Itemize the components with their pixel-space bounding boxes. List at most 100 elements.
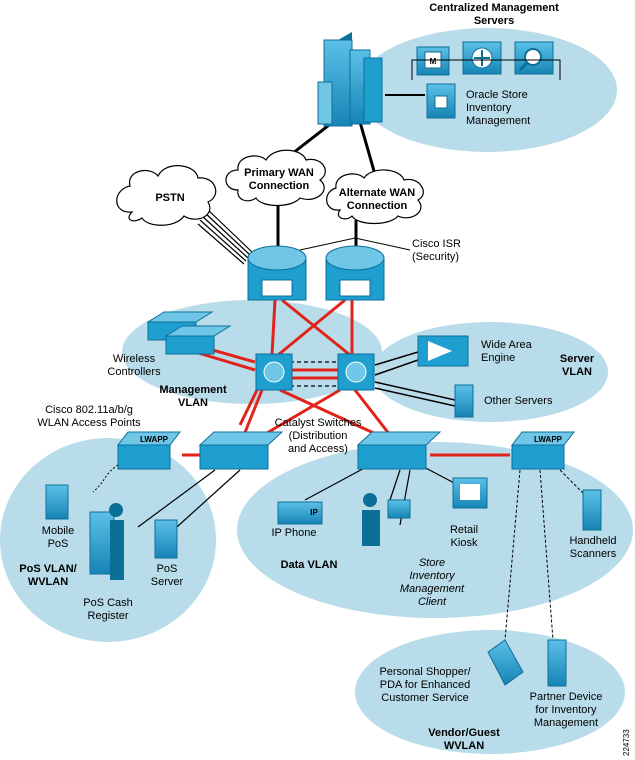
partner-device-icon <box>547 639 567 687</box>
oracle-label-1: Oracle Store <box>466 89 528 101</box>
handheld-scanners-label-2: Scanners <box>570 548 617 560</box>
data-vlan-label: Data VLAN <box>281 559 338 571</box>
link-isr1-to-core1 <box>270 299 277 356</box>
link-isr1-to-core2 <box>281 298 351 357</box>
ap-badge-2: LWAPP <box>534 435 563 444</box>
wireless-controllers-label-2: Controllers <box>107 366 161 378</box>
management-server-icon: M <box>416 46 450 76</box>
access-point-1-icon: LWAPP <box>116 431 182 470</box>
vendor-guest-label-2: WVLAN <box>444 740 484 752</box>
alternate-wan-label-2: Connection <box>347 200 408 212</box>
oracle-label-3: Management <box>466 115 530 127</box>
core-dashed-links <box>290 361 338 387</box>
core-switch-1 <box>255 353 293 391</box>
vendor-guest-label-1: Vendor/Guest <box>428 727 500 739</box>
alternate-wan-cloud <box>326 169 424 225</box>
mobile-pos-label-1: Mobile <box>42 525 74 537</box>
ip-phone-icon: IP <box>277 501 323 525</box>
link-pstn-to-isr1 <box>197 207 253 265</box>
pos-vlan-label-1: PoS VLAN/ <box>19 563 76 575</box>
link-core-to-servers <box>374 351 456 407</box>
personal-shopper-label-1: Personal Shopper/ <box>379 666 471 678</box>
ip-badge: IP <box>310 508 318 517</box>
mobile-pos-icon <box>45 484 69 520</box>
server-badge: M <box>430 57 437 66</box>
figure-id: 224733 <box>622 729 631 756</box>
wireless-controllers-label-1: Wireless <box>113 353 156 365</box>
alternate-wan-label-1: Alternate WAN <box>339 187 415 199</box>
cisco-isr-router-2 <box>325 245 385 301</box>
retail-kiosk-icon <box>452 477 488 509</box>
handheld-scanner-icon <box>582 489 602 531</box>
cisco-ap-label-1: Cisco 802.11a/b/g <box>45 404 133 416</box>
link-core2-to-acc2 <box>353 389 392 436</box>
pos-server-label-2: Server <box>151 576 184 588</box>
search-server-icon <box>514 41 554 75</box>
central-servers-icons: M <box>411 41 561 119</box>
server-vlan-label-2: VLAN <box>562 366 592 378</box>
core-switch-2 <box>337 353 375 391</box>
cisco-isr-label-2: (Security) <box>412 251 459 263</box>
primary-wan-label-1: Primary WAN <box>244 167 314 179</box>
server-vlan-label-1: Server <box>560 353 595 365</box>
central-servers-label-2: Servers <box>474 15 514 27</box>
cisco-isr-label-1: Cisco ISR <box>412 238 461 250</box>
other-servers-label: Other Servers <box>484 395 553 407</box>
store-inventory-label-1: Store <box>419 557 445 569</box>
wireless-controllers-icon <box>146 311 232 355</box>
retail-kiosk-label-1: Retail <box>450 524 478 536</box>
partner-device-label-1: Partner Device <box>530 691 603 703</box>
link-hq-to-alternate-wan <box>356 114 378 179</box>
pda-icon <box>487 639 524 686</box>
pstn-label: PSTN <box>155 192 184 204</box>
data-vlan-area <box>237 442 633 618</box>
partner-device-label-2: for Inventory <box>535 704 597 716</box>
ip-phone-label: IP Phone <box>271 527 316 539</box>
management-vlan-label-1: Management <box>159 384 227 396</box>
catalyst-label-3: and Access) <box>288 443 348 455</box>
pos-server-label-1: PoS <box>157 563 178 575</box>
vlan-areas <box>0 28 633 754</box>
catalyst-label-2: (Distribution <box>289 430 348 442</box>
management-vlan-label-2: VLAN <box>178 397 208 409</box>
primary-wan-cloud <box>225 149 326 207</box>
handheld-scanners-label-1: Handheld <box>569 535 616 547</box>
central-servers-label-1: Centralized Management <box>429 2 559 14</box>
oracle-server-icon <box>426 83 456 119</box>
pos-cash-register-label-2: Register <box>88 610 129 622</box>
pos-cash-register-label-1: PoS Cash <box>83 597 133 609</box>
store-inventory-label-4: Client <box>418 596 447 608</box>
wide-area-engine-icon <box>417 335 469 367</box>
hq-building-icon <box>317 32 383 127</box>
mobile-pos-label-2: PoS <box>48 538 69 550</box>
retail-kiosk-label-2: Kiosk <box>451 537 478 549</box>
store-inventory-label-3: Management <box>400 583 465 595</box>
client-workstation-icon <box>362 493 411 546</box>
wide-area-engine-label-2: Engine <box>481 352 515 364</box>
pos-server-icon <box>154 519 178 559</box>
partner-device-label-3: Management <box>534 717 598 729</box>
labels: Centralized Management Servers Oracle St… <box>19 2 631 756</box>
pstn-cloud <box>116 165 217 226</box>
personal-shopper-label-2: PDA for Enhanced <box>380 679 471 691</box>
pos-cash-register-icon <box>89 503 124 580</box>
other-servers-icon <box>454 384 474 418</box>
link-core1-to-acc2 <box>279 388 379 437</box>
link-isr2-to-core1 <box>277 298 346 357</box>
access-switch-1 <box>198 431 284 470</box>
access-point-2-icon: LWAPP <box>510 431 576 470</box>
personal-shopper-label-3: Customer Service <box>381 692 468 704</box>
wide-area-engine-label-1: Wide Area <box>481 339 533 351</box>
link-wlc-to-core1-b <box>194 350 256 372</box>
primary-wan-label-2: Connection <box>249 180 310 192</box>
isr-callout-line <box>299 237 411 251</box>
analytics-server-icon <box>462 41 502 75</box>
pos-vlan-label-2: WVLAN <box>28 576 68 588</box>
store-inventory-label-2: Inventory <box>409 570 456 582</box>
link-core1-to-wlc-drop <box>238 387 260 426</box>
server-bracket <box>411 59 561 80</box>
oracle-label-2: Inventory <box>466 102 512 114</box>
access-switch-2 <box>356 431 442 470</box>
cisco-isr-router-1 <box>247 245 307 301</box>
